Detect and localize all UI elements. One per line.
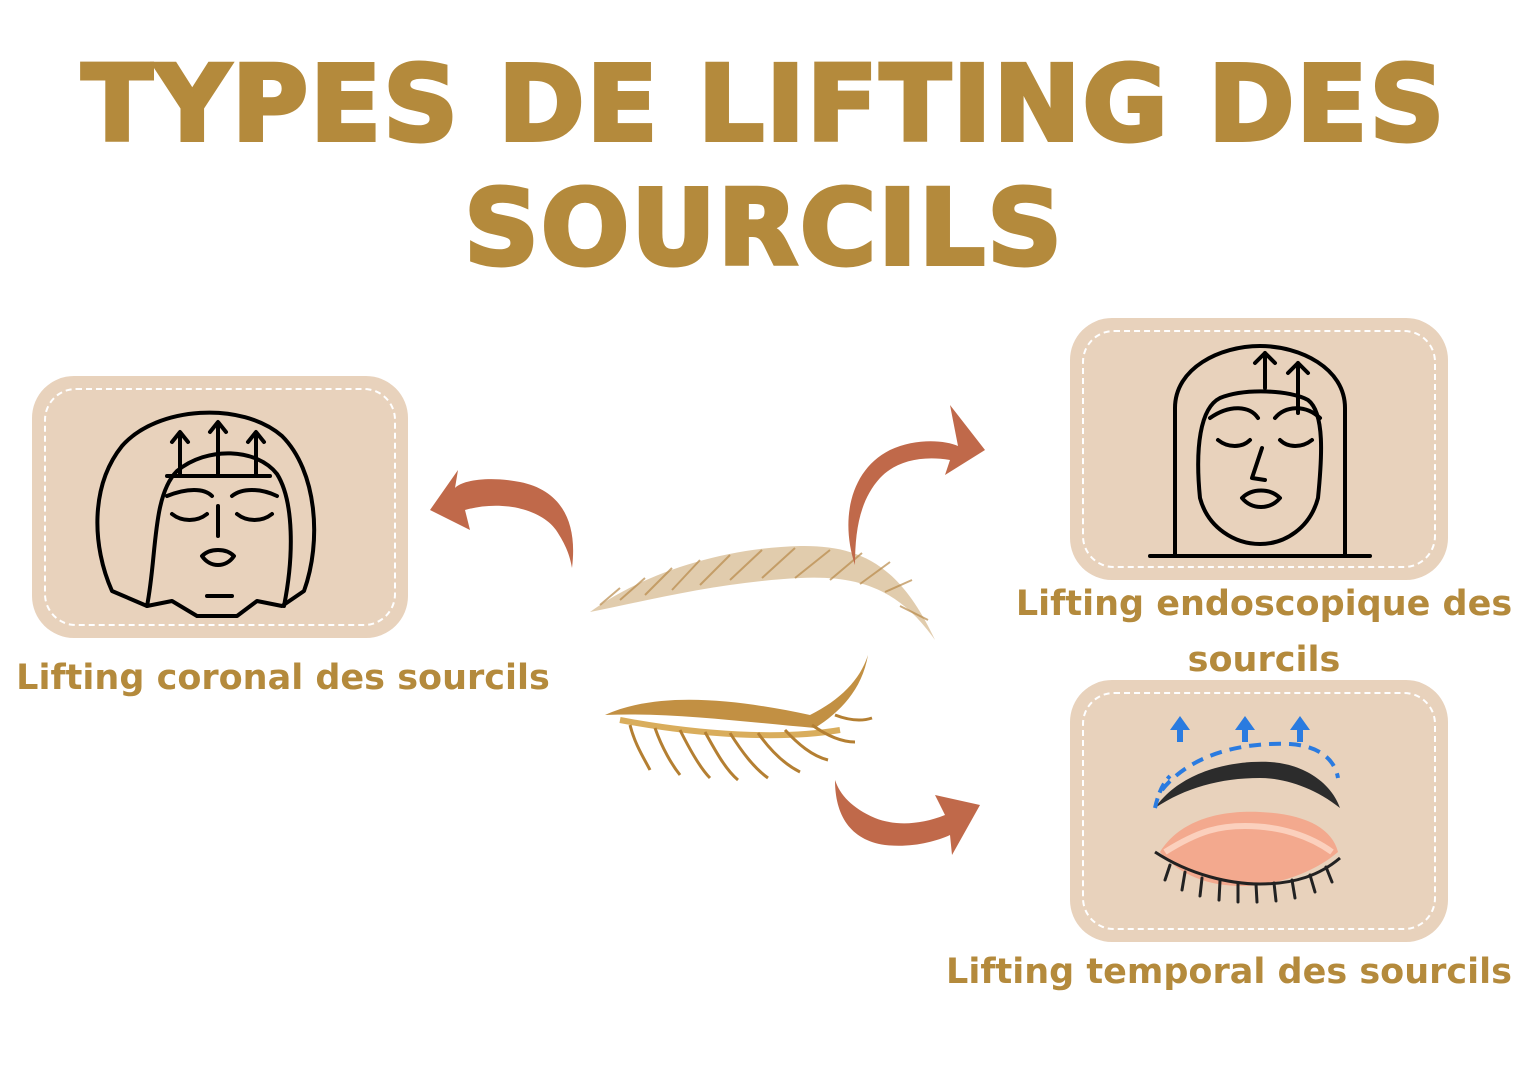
eyebrow-illustration (590, 545, 935, 640)
page-title-line-1: TYPES DE LIFTING DES (80, 43, 1447, 165)
up-arrows-icon (1170, 716, 1310, 742)
page-title-line-2: SOURCILS (462, 167, 1065, 289)
eyelash-illustration (605, 655, 873, 782)
coronal-label: Lifting coronal des sourcils (16, 658, 550, 698)
coronal-face-icon (95, 410, 317, 618)
endoscopic-label: Lifting endoscopique des sourcils (1015, 584, 1513, 680)
arrow-left-icon (430, 470, 574, 568)
temporal-eyebrow-icon (1153, 716, 1341, 904)
temporal-card (1070, 680, 1448, 942)
arrow-down-right-icon (835, 780, 980, 855)
coronal-card (32, 376, 408, 638)
temporal-label: Lifting temporal des sourcils (946, 952, 1512, 992)
endoscopic-card (1070, 318, 1448, 580)
arrows (430, 405, 985, 855)
endoscopic-face-icon (1148, 344, 1372, 558)
arrow-up-right-icon (848, 405, 985, 565)
